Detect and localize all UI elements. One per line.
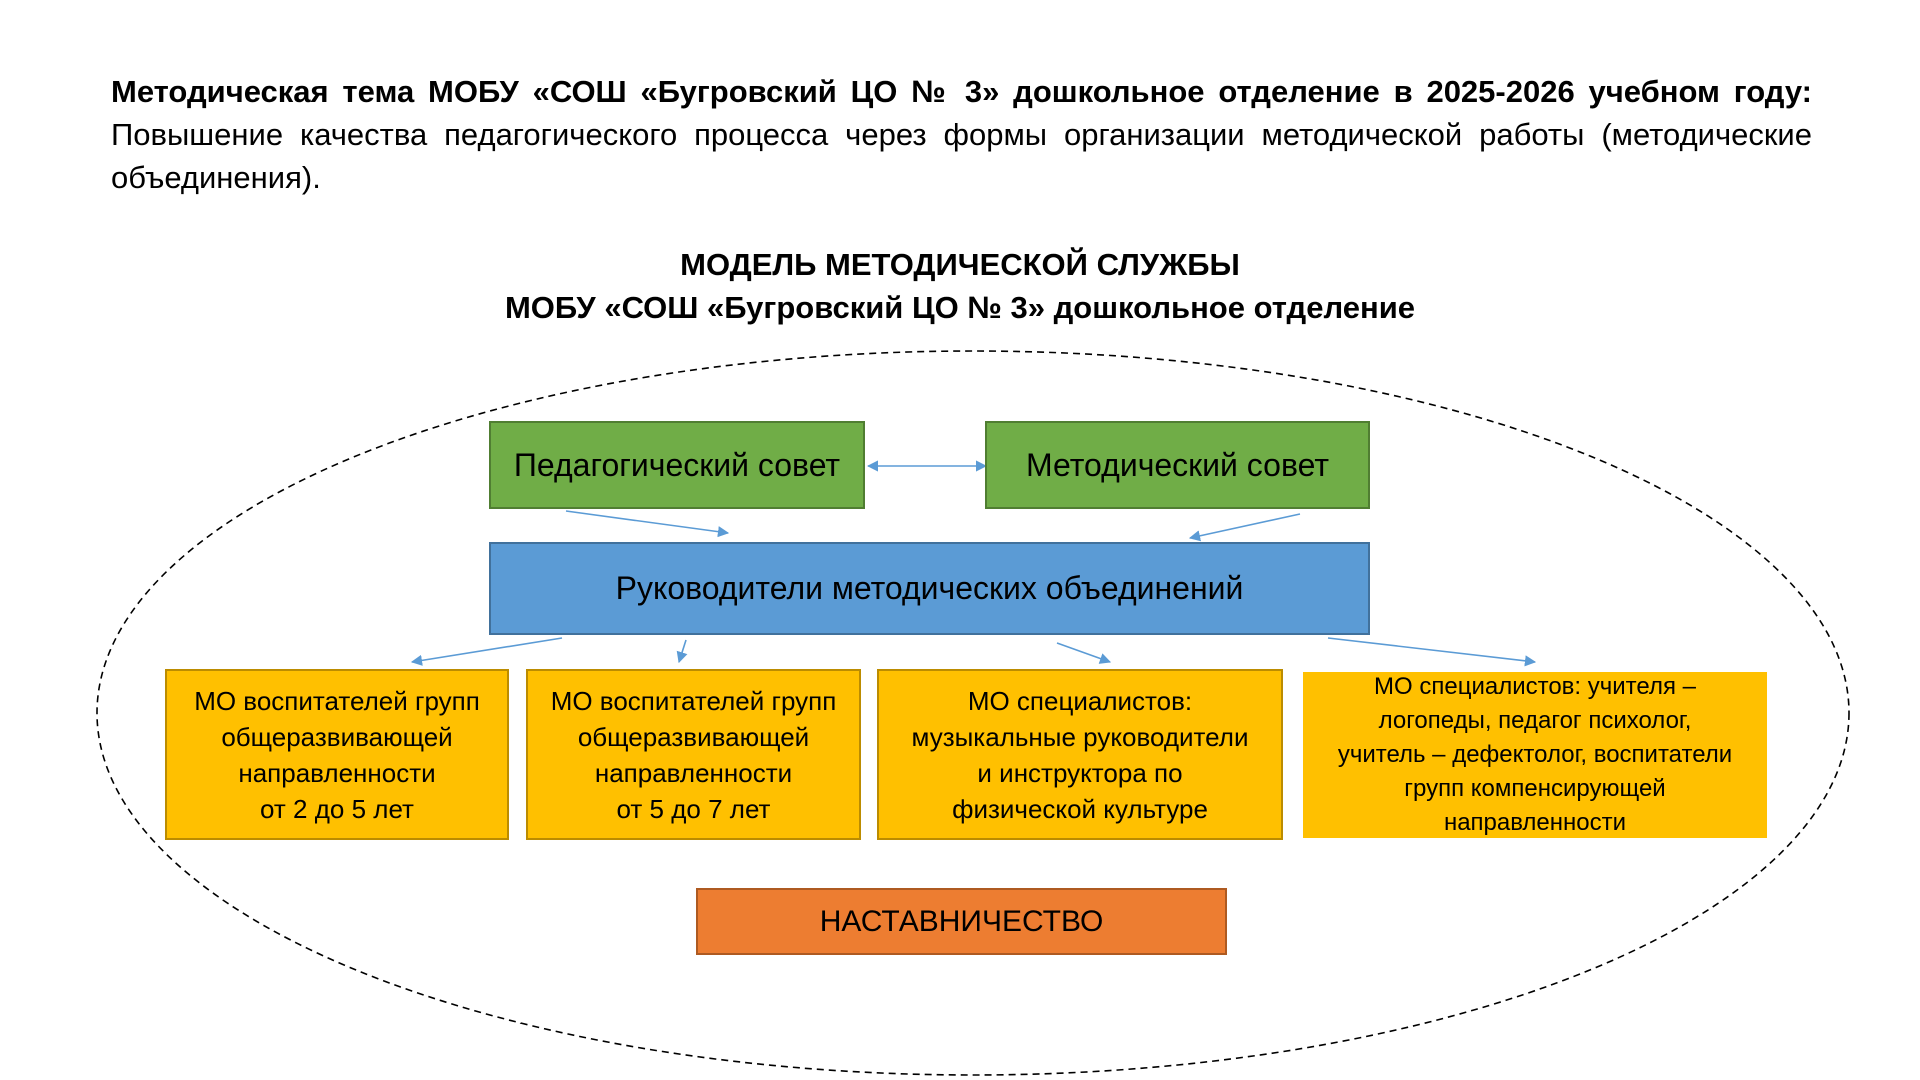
mo-box-3-label: МО специалистов: музыкальные руководител… bbox=[911, 685, 1249, 824]
mo-box-1: МО воспитателей групп общеразвивающей на… bbox=[165, 669, 509, 840]
mo-heads-label: Руководители методических объединений bbox=[615, 570, 1244, 606]
mo-box-2: МО воспитателей групп общеразвивающей на… bbox=[526, 669, 861, 840]
mo-box-3: МО специалистов: музыкальные руководител… bbox=[877, 669, 1283, 840]
mo-heads-box: Руководители методических объединений bbox=[489, 542, 1370, 635]
intro-lead: Методическая тема МОБУ «СОШ «Бугровский … bbox=[111, 74, 1812, 109]
diagram-title: МОДЕЛЬ МЕТОДИЧЕСКОЙ СЛУЖБЫ bbox=[680, 247, 1240, 282]
arrow-metcouncil-to-heads bbox=[1188, 513, 1301, 542]
intro-paragraph: Методическая тема МОБУ «СОШ «Бугровский … bbox=[111, 70, 1812, 199]
pedagogical-council-label: Педагогический совет bbox=[513, 446, 841, 483]
methodical-council-label: Методический совет bbox=[1026, 446, 1329, 483]
intro-text: Повышение качества педагогического проце… bbox=[111, 117, 1812, 195]
methodical-council-box: Методический совет bbox=[985, 421, 1370, 509]
boundary-ellipse bbox=[96, 350, 1850, 1076]
arrow-heads-to-mo-2 bbox=[676, 639, 688, 664]
arrow-pedcouncil-to-heads bbox=[565, 510, 730, 538]
mo-box-2-label: МО воспитателей групп общеразвивающей на… bbox=[550, 685, 837, 824]
mo-box-1-label: МО воспитателей групп общеразвивающей на… bbox=[194, 685, 480, 824]
mentoring-label: НАСТАВНИЧЕСТВО bbox=[819, 904, 1104, 938]
arrow-heads-to-mo-3 bbox=[1056, 642, 1112, 664]
mentoring-box: НАСТАВНИЧЕСТВО bbox=[696, 888, 1227, 955]
mo-box-4-label: МО специалистов: учителя – логопеды, пед… bbox=[1337, 673, 1733, 836]
diagram-subtitle: МОБУ «СОШ «Бугровский ЦО № 3» дошкольное… bbox=[504, 290, 1415, 325]
arrow-heads-to-mo-4 bbox=[1327, 637, 1537, 667]
mo-box-4: МО специалистов: учителя – логопеды, пед… bbox=[1303, 672, 1767, 838]
arrow-heads-to-mo-1 bbox=[410, 637, 563, 666]
pedagogical-council-box: Педагогический совет bbox=[489, 421, 865, 509]
